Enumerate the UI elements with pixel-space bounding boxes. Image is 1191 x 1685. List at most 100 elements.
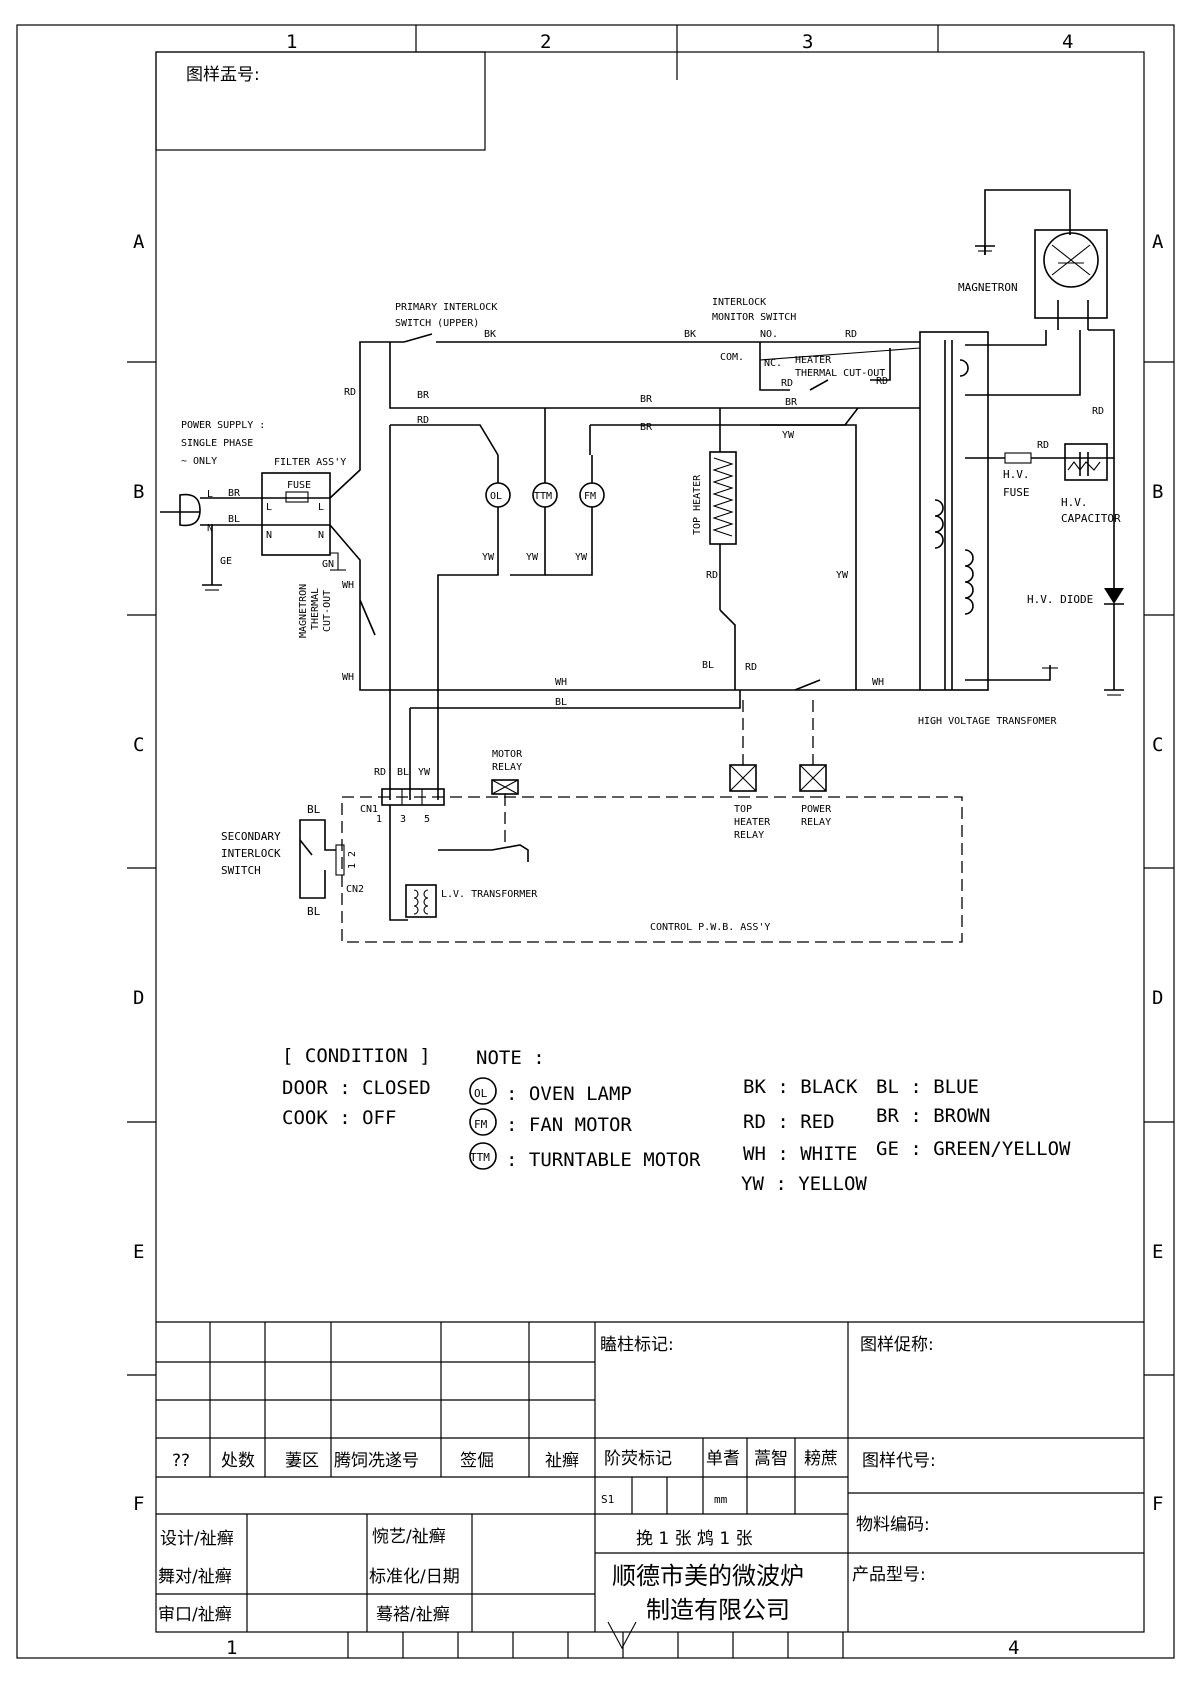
svg-text:NO.: NO. — [760, 329, 778, 340]
row-label: D — [1152, 987, 1163, 1009]
hv-transformer: HIGH VOLTAGE TRANSFOMER RD RD H.V. FUSE — [918, 329, 1115, 727]
svg-text:mm: mm — [714, 1493, 728, 1506]
svg-text:蒿智: 蒿智 — [754, 1449, 788, 1469]
company-name: 顺德市美的微波炉 — [612, 1562, 804, 1590]
svg-text:BL: BL — [555, 697, 567, 708]
svg-text:L: L — [266, 502, 272, 513]
wire-label: BR — [228, 488, 241, 499]
power-plug: POWER SUPPLY : SINGLE PHASE ~ ONLY L N B… — [160, 420, 265, 591]
wire-label: L — [207, 489, 213, 500]
svg-text:1: 1 — [376, 814, 382, 825]
svg-text:阶荧标记: 阶荧标记 — [604, 1449, 672, 1469]
drawing-no-label: 图样盂号: — [186, 65, 260, 85]
svg-text:处数: 处数 — [221, 1451, 255, 1471]
svg-text:RD: RD — [417, 415, 429, 426]
top-heater-relay-label: HEATER — [734, 817, 771, 828]
product-label: 产品型号: — [852, 1565, 926, 1585]
svg-text:FM: FM — [584, 491, 596, 502]
svg-text:蓦褡/祉癣: 蓦褡/祉癣 — [376, 1605, 450, 1625]
svg-text:BL: BL — [702, 660, 714, 671]
note-block: NOTE : OL : OVEN LAMP FM : FAN MOTOR TTM… — [469, 1047, 701, 1171]
row-label: F — [133, 1493, 144, 1515]
svg-text:BL: BL — [397, 767, 409, 778]
color-legend: BK : BLACK BL : BLUE RD : RED BR : BROWN… — [741, 1076, 1071, 1195]
row-label: E — [1152, 1241, 1163, 1263]
row-label: C — [1152, 734, 1163, 756]
power-supply-label: SINGLE PHASE — [181, 438, 253, 449]
svg-text:YW: YW — [575, 552, 588, 563]
svg-text:RD: RD — [344, 387, 356, 398]
col-label: 2 — [540, 31, 551, 53]
svg-text:RD: RD — [845, 329, 857, 340]
power-relay-label: RELAY — [801, 817, 831, 828]
svg-text:N: N — [318, 530, 324, 541]
mag-cutout-label: CUT-OUT — [322, 590, 333, 632]
hv-cap-label: H.V. — [1061, 496, 1088, 509]
svg-text:WH: WH — [342, 672, 354, 683]
svg-text:FM: FM — [474, 1118, 488, 1131]
heater-cutout-label: HEATER — [795, 355, 832, 366]
condition-title: [ CONDITION ] — [282, 1045, 431, 1067]
fuse-label: FUSE — [287, 480, 311, 491]
row-label: C — [133, 734, 144, 756]
power-supply-label: POWER SUPPLY : — [181, 420, 265, 431]
svg-text:WH: WH — [342, 580, 354, 591]
svg-text:WH: WH — [555, 677, 567, 688]
svg-text:BR: BR — [640, 394, 653, 405]
control-pwb: CN1 1 3 5 RD BL YW CN2 1 2 L.V. TRANSFOR… — [335, 767, 963, 943]
condition-door: DOOR : CLOSED — [282, 1077, 431, 1099]
note-title: NOTE : — [476, 1047, 545, 1069]
top-heater-label: TOP HEATER — [692, 474, 703, 535]
svg-text:YW: YW — [482, 552, 495, 563]
note-item: : FAN MOTOR — [506, 1114, 632, 1136]
primary-interlock-label: PRIMARY INTERLOCK — [395, 302, 497, 313]
note-item: : TURNTABLE MOTOR — [506, 1149, 701, 1171]
svg-text:??: ?? — [172, 1451, 190, 1471]
condition-cook: COOK : OFF — [282, 1107, 396, 1129]
lv-transformer — [405, 884, 437, 918]
svg-text:BK : BLACK: BK : BLACK — [743, 1076, 858, 1098]
power-relay-label: POWER — [801, 804, 832, 815]
wire-label: N — [207, 523, 213, 534]
svg-text:RD: RD — [1037, 440, 1049, 451]
condition-block: [ CONDITION ] DOOR : CLOSED COOK : OFF — [282, 1045, 431, 1129]
svg-text:CN1: CN1 — [360, 804, 378, 815]
svg-text:COM.: COM. — [720, 352, 744, 363]
secondary-label: INTERLOCK — [221, 847, 281, 860]
svg-text:RD: RD — [1092, 406, 1104, 417]
svg-text:BL : BLUE: BL : BLUE — [876, 1076, 979, 1098]
svg-text:RD: RD — [706, 570, 718, 581]
svg-text:设计/祉癣: 设计/祉癣 — [160, 1529, 234, 1549]
svg-text:GN: GN — [322, 559, 334, 570]
row-label: F — [1152, 1493, 1163, 1515]
row-label: B — [1152, 481, 1163, 503]
wire-label: GE — [220, 556, 232, 567]
svg-text:签倔: 签倔 — [460, 1451, 494, 1471]
mark-label: 瞌柱标记: — [600, 1335, 674, 1355]
svg-text:腾饲冼遂号: 腾饲冼遂号 — [334, 1451, 419, 1471]
filter-assy: FILTER ASS'Y FUSE L L N N GN — [261, 457, 346, 571]
svg-text:YW: YW — [526, 552, 539, 563]
drawing-name-label: 图样促称: — [860, 1335, 934, 1355]
material-label: 物料编码: — [856, 1515, 930, 1535]
row-label: A — [1152, 231, 1164, 253]
svg-text:BR : BROWN: BR : BROWN — [876, 1105, 990, 1127]
svg-text:YW : YELLOW: YW : YELLOW — [741, 1173, 867, 1195]
col-label: 4 — [1008, 1637, 1019, 1659]
svg-text:N: N — [266, 530, 272, 541]
col-label: 4 — [1062, 31, 1073, 53]
svg-text:祉癣: 祉癣 — [545, 1451, 579, 1471]
interlock-monitor-label: INTERLOCK — [712, 297, 766, 308]
heater-cutout-label: THERMAL CUT-OUT — [795, 368, 885, 379]
svg-text:WH : WHITE: WH : WHITE — [743, 1143, 857, 1165]
svg-text:BR: BR — [785, 397, 798, 408]
power-supply-label: ~ ONLY — [181, 456, 217, 467]
svg-text:BL: BL — [307, 803, 321, 816]
svg-text:YW: YW — [782, 430, 795, 441]
svg-text:舞对/祉癣: 舞对/祉癣 — [158, 1567, 232, 1587]
svg-text:YW: YW — [836, 570, 849, 581]
lv-transformer-label: L.V. TRANSFORMER — [441, 889, 538, 900]
motor-relay-label: MOTOR — [492, 749, 523, 760]
svg-text:L: L — [318, 502, 324, 513]
svg-text:耪蔗: 耪蔗 — [804, 1449, 838, 1469]
